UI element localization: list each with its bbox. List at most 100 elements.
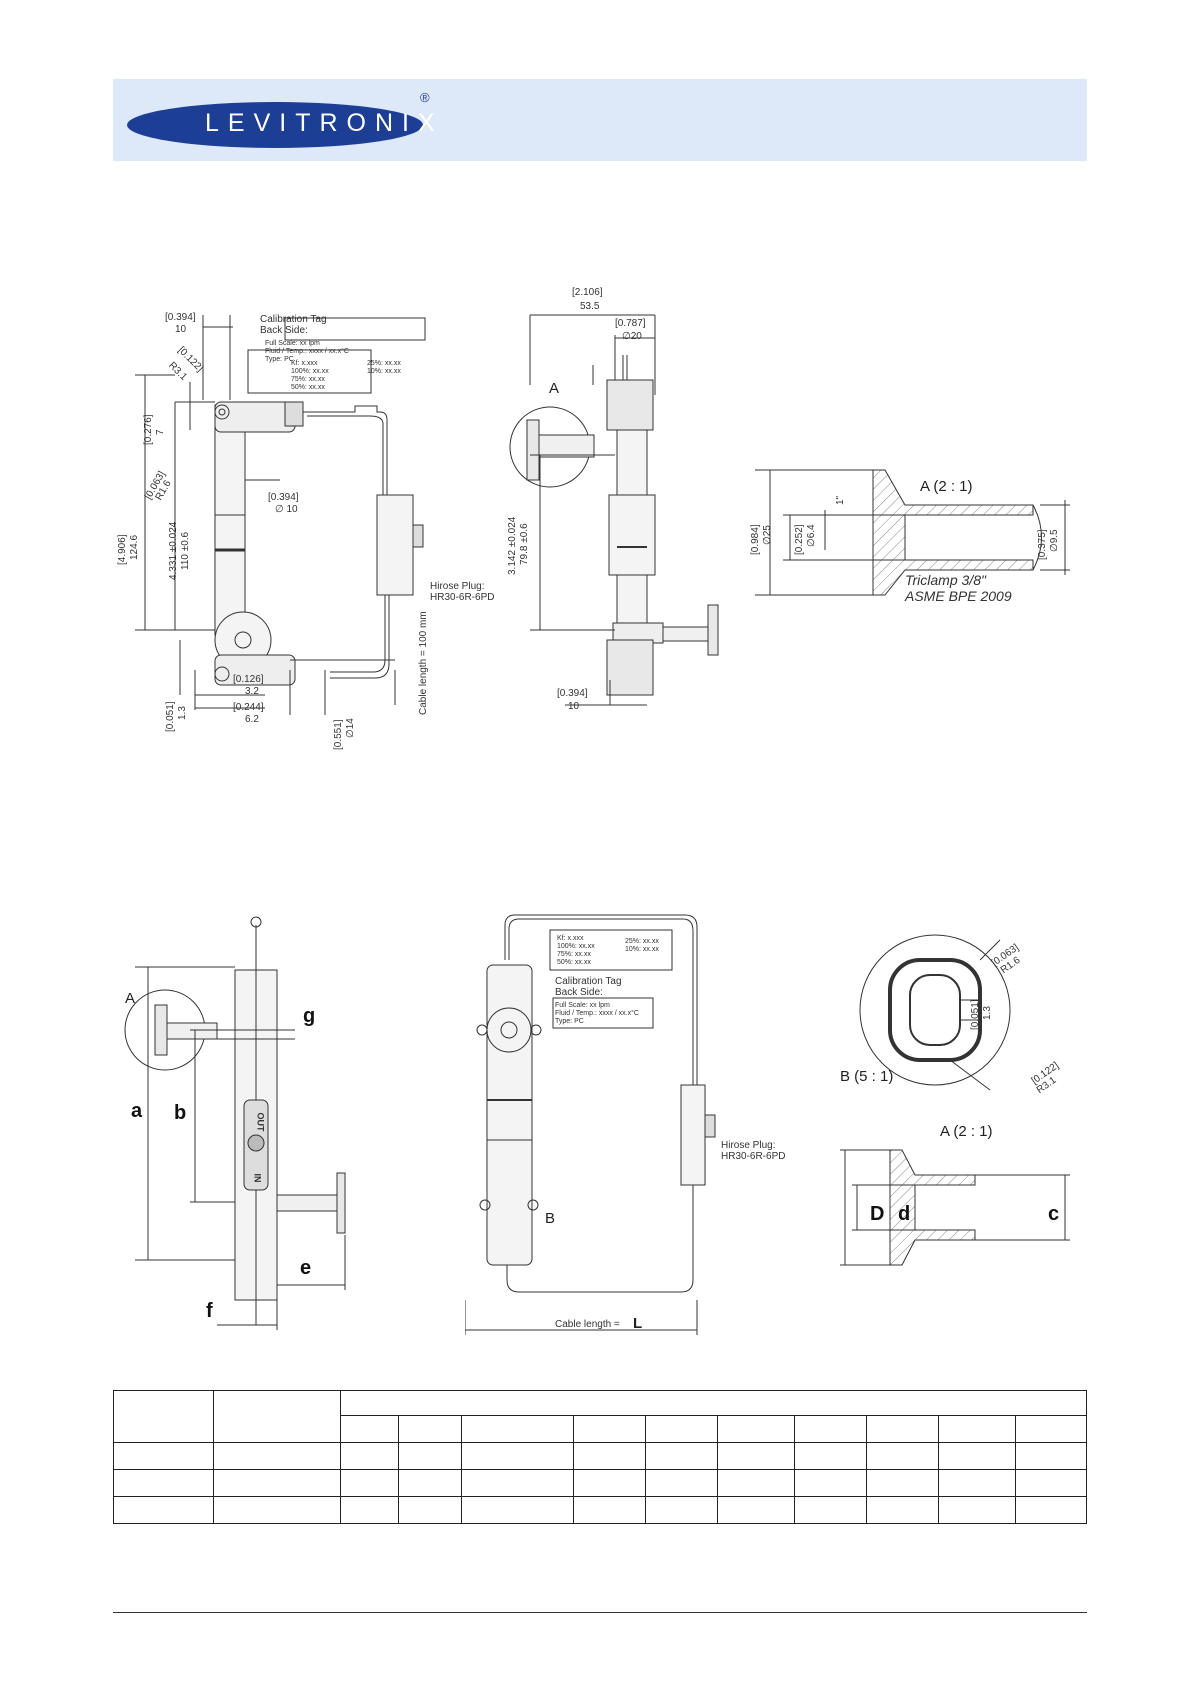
cable-var-l: L xyxy=(633,1315,643,1332)
dim-126-mm: 3.2 xyxy=(245,686,259,697)
center-in: 3.142 ±0.024 xyxy=(507,516,518,575)
levitronix-logo: LEVITRONIX ® xyxy=(125,87,435,153)
table-cell xyxy=(213,1442,341,1470)
calib-front-left: Kf: x.xxx 100%: xx.xx 75%: xx.xx 50%: xx… xyxy=(291,360,329,391)
triclamp-label: Triclamp 3/8" ASME BPE 2009 xyxy=(905,572,1012,604)
table-row xyxy=(113,1469,1087,1497)
label-b: b xyxy=(174,1102,187,1124)
table-cell xyxy=(1015,1496,1087,1524)
table-cell xyxy=(645,1469,718,1497)
calibration-title: Calibration Tag Back Side: xyxy=(555,976,622,998)
dim-375-mm: ∅9.5 xyxy=(1049,529,1060,552)
triclamp-detail-view xyxy=(755,469,1070,596)
dia-in: [0.394] xyxy=(268,492,299,503)
dim-551-mm: ∅14 xyxy=(345,718,356,738)
bottom-in: [0.394] xyxy=(557,688,588,699)
table-cell xyxy=(573,1469,646,1497)
dim-375-in: [0.375] xyxy=(1037,529,1048,560)
overall-mm: 53.5 xyxy=(580,301,600,312)
calib-front-right: 25%: xx.xx 10%: xx.xx xyxy=(367,360,401,375)
calib-front-left: Kf: x.xxx 100%: xx.xx 75%: xx.xx 50%: xx… xyxy=(557,935,595,966)
table-cell xyxy=(113,1390,214,1443)
logo-ellipse-icon xyxy=(127,102,423,148)
table-cell xyxy=(461,1415,574,1443)
table-cell xyxy=(340,1390,1087,1416)
dim-276-mm: 7 xyxy=(155,429,166,435)
table-cell xyxy=(866,1415,939,1443)
table-cell xyxy=(340,1469,399,1497)
dim-width-in: [0.394] xyxy=(165,312,196,323)
table-cell xyxy=(1015,1469,1087,1497)
table-cell xyxy=(717,1442,795,1470)
calib-front-right: 25%: xx.xx 10%: xx.xx xyxy=(625,938,659,953)
table-cell xyxy=(794,1469,867,1497)
footer-divider xyxy=(113,1612,1087,1613)
table-cell xyxy=(113,1496,214,1524)
dim-252-mm: ∅6.4 xyxy=(806,524,817,547)
dim-051-in: [0.051] xyxy=(165,701,176,732)
table-cell xyxy=(717,1496,795,1524)
dim-984-mm: ∅25 xyxy=(762,525,773,545)
detail-b-and-a-views xyxy=(840,934,1070,1266)
plug-label: Hirose Plug: HR30-6R-6PD xyxy=(721,1140,786,1162)
dim-051-mm: 1.3 xyxy=(177,706,188,720)
center-mm: 79.8 ±0.6 xyxy=(519,523,530,565)
flow-sensor-front-view xyxy=(135,315,426,715)
dim-inch: 1" xyxy=(835,495,846,505)
table-row xyxy=(113,1390,1087,1443)
calib-back-lines: Full Scale: xx lpm Fluid / Temp.: xxxx /… xyxy=(265,340,349,363)
table-row xyxy=(113,1496,1087,1524)
table-cell xyxy=(645,1442,718,1470)
dim-244-mm: 6.2 xyxy=(245,714,259,725)
table-cell xyxy=(340,1415,399,1443)
table-cell xyxy=(461,1469,574,1497)
table-cell xyxy=(1015,1415,1087,1443)
table-cell xyxy=(398,1496,462,1524)
detail-title: A (2 : 1) xyxy=(920,478,973,495)
drawing-bottom-left: A a b e f g OUT IN xyxy=(120,905,400,1345)
table-cell xyxy=(573,1496,646,1524)
table-cell xyxy=(794,1415,867,1443)
table-cell xyxy=(213,1469,341,1497)
table-cell xyxy=(573,1442,646,1470)
marker-b: B xyxy=(545,1210,556,1227)
table-cell xyxy=(461,1442,574,1470)
center-in: 4.331 ±0.024 xyxy=(168,521,179,580)
detail-marker-a: A xyxy=(549,380,560,397)
dim-276-in: [0.276] xyxy=(143,414,154,445)
out-text: OUT xyxy=(255,1112,266,1132)
drawing-bottom-right: B (5 : 1) [0.063] R1.6 [0.051] 1.3 [0.12… xyxy=(840,930,1080,1330)
table-row xyxy=(113,1442,1087,1470)
bottom-mm: 10 xyxy=(568,701,580,712)
table-cell xyxy=(398,1469,462,1497)
table-cell xyxy=(866,1496,939,1524)
d051-in: [0.051] xyxy=(970,999,981,1030)
dim-984-in: [0.984] xyxy=(750,524,761,555)
table-cell xyxy=(398,1442,462,1470)
total-mm: 124.6 xyxy=(129,534,140,560)
table-cell xyxy=(1015,1442,1087,1470)
brand-name: LEVITRONIX xyxy=(205,109,444,137)
table-cell xyxy=(866,1469,939,1497)
flow-sensor-variable-side-view xyxy=(124,916,346,1330)
drawing-top-left: [0.394] 10 Calibration Tag Back Side: Fu… xyxy=(115,310,535,770)
dia-mm: ∅ 10 xyxy=(275,504,298,515)
table-cell xyxy=(645,1496,718,1524)
table-cell xyxy=(398,1415,462,1443)
header-band: LEVITRONIX ® xyxy=(113,79,1087,161)
table-row xyxy=(114,1415,1087,1443)
dim-252-in: [0.252] xyxy=(794,524,805,555)
table-cell xyxy=(113,1469,214,1497)
label-a: a xyxy=(131,1100,143,1122)
drawing-bottom-mid: Kf: x.xxx 100%: xx.xx 75%: xx.xx 50%: xx… xyxy=(465,905,825,1345)
table-cell xyxy=(717,1469,795,1497)
label-c: c xyxy=(1048,1203,1060,1225)
flange-in: [0.787] xyxy=(615,318,646,329)
label-g: g xyxy=(303,1005,316,1027)
table-cell xyxy=(461,1496,574,1524)
table-cell xyxy=(645,1415,718,1443)
dim-126-in: [0.126] xyxy=(233,674,264,685)
table-cell xyxy=(340,1442,399,1470)
table-cell xyxy=(113,1442,214,1470)
table-cell xyxy=(717,1415,795,1443)
